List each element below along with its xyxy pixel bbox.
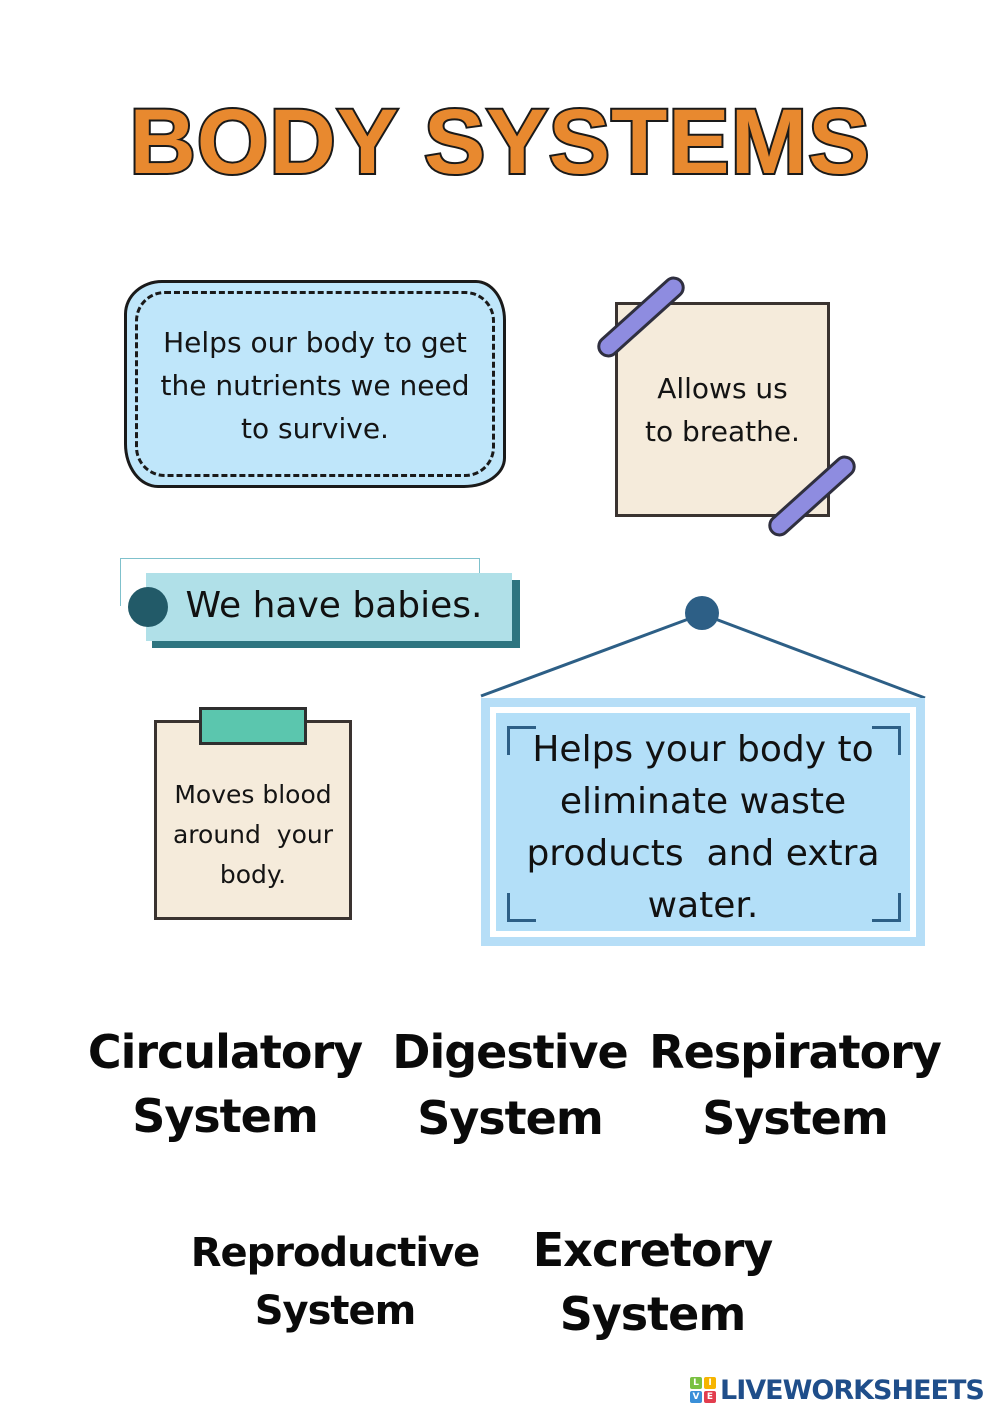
answer-line: System: [702, 1091, 889, 1145]
answer-line: System: [132, 1089, 319, 1143]
sign-hanger-icon: [480, 596, 926, 700]
respiratory-clue-text: Allows us to breathe.: [618, 367, 827, 453]
answer-line: System: [417, 1091, 604, 1145]
page-title: BODY SYSTEMS: [127, 90, 871, 194]
answer-line: Circulatory: [87, 1025, 363, 1079]
clue-line: to breathe.: [645, 415, 800, 448]
live-logo-icon: L I V E: [690, 1377, 716, 1403]
answer-circulatory[interactable]: Circulatory System: [80, 1020, 370, 1148]
clue-line: body.: [219, 860, 287, 889]
clip-icon: [199, 707, 307, 745]
answer-line: Excretory: [532, 1223, 774, 1277]
respiratory-clue-card[interactable]: Allows us to breathe.: [615, 302, 830, 517]
bullet-dot-icon: [128, 587, 168, 627]
answer-respiratory[interactable]: Respiratory System: [645, 1020, 945, 1150]
answer-reproductive[interactable]: Reproductive System: [185, 1224, 485, 1340]
clue-line: Helps your body to: [532, 729, 874, 770]
corner-bracket-icon: [872, 893, 901, 922]
clue-line: the nutrients we need: [160, 369, 470, 402]
corner-bracket-icon: [507, 893, 536, 922]
answer-line: Respiratory: [649, 1025, 942, 1079]
clue-line: to survive.: [241, 412, 389, 445]
reproductive-clue-text: We have babies.: [185, 585, 483, 626]
reproductive-clue-card[interactable]: [146, 573, 512, 641]
hanger-pin-icon: [685, 596, 719, 630]
digestive-clue-text: Helps our body to get the nutrients we n…: [127, 321, 503, 450]
logo-cell: L: [690, 1377, 702, 1389]
answer-excretory[interactable]: Excretory System: [520, 1218, 785, 1346]
hanger-string-left: [480, 612, 703, 698]
clue-line: products and extra: [526, 833, 880, 874]
answer-line: System: [559, 1287, 747, 1341]
corner-bracket-icon: [872, 726, 901, 755]
logo-cell: E: [704, 1391, 716, 1403]
clue-line: Helps our body to get: [163, 326, 467, 359]
excretory-clue-text: Helps your body to eliminate waste produ…: [496, 724, 910, 932]
liveworksheets-logo[interactable]: L I V E LIVEWORKSHEETS: [690, 1374, 985, 1406]
clue-line: Allows us: [657, 372, 788, 405]
sign-panel: [496, 713, 910, 931]
circulatory-clue-text: Moves blood around your body.: [157, 775, 349, 895]
answer-digestive[interactable]: Digestive System: [380, 1020, 640, 1150]
circulatory-clue-card[interactable]: Moves blood around your body.: [154, 720, 352, 920]
clue-line: Moves blood: [174, 780, 332, 809]
logo-cell: V: [690, 1391, 702, 1403]
clue-line: around your: [172, 820, 333, 849]
corner-bracket-icon: [507, 726, 536, 755]
answer-line: Digestive: [392, 1025, 628, 1079]
answer-line: System: [254, 1288, 417, 1334]
logo-cell: I: [704, 1377, 716, 1389]
hanger-string-right: [701, 612, 926, 700]
dashed-border: [135, 291, 495, 477]
clue-line: eliminate waste: [559, 781, 847, 822]
digestive-clue-card[interactable]: Helps our body to get the nutrients we n…: [124, 280, 506, 488]
logo-text: LIVEWORKSHEETS: [720, 1374, 985, 1406]
answer-line: Reproductive: [190, 1230, 481, 1276]
clue-line: water.: [647, 885, 759, 926]
